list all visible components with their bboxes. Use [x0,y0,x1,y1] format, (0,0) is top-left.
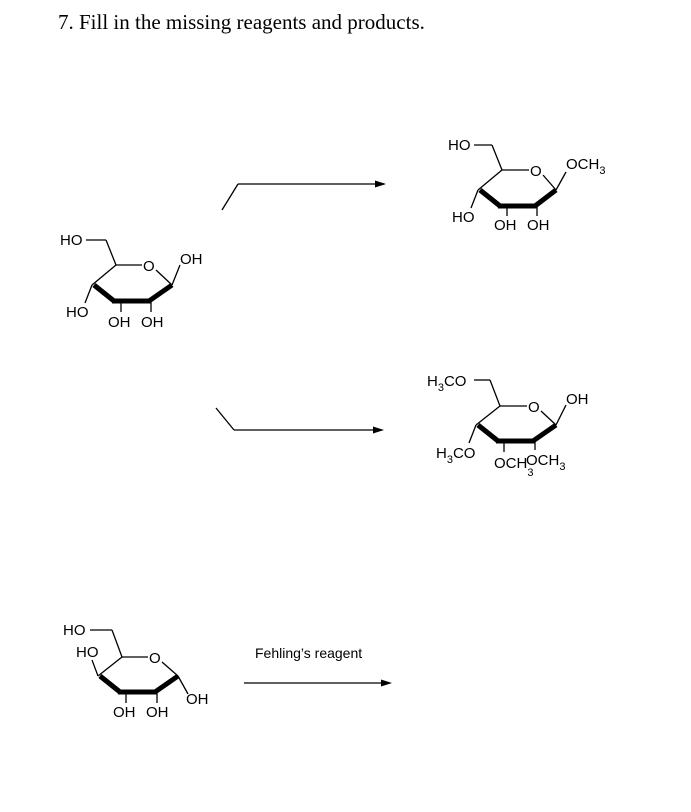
ho-c6-label: HO [60,232,83,249]
oh-c3-label: OH [494,217,517,234]
ho-c4-label: HO [76,644,99,661]
oh-c2-label: OH [141,314,164,331]
question-title: 7. Fill in the missing reagents and prod… [58,10,425,34]
arrow-head-1 [375,180,386,188]
reaction-3: Fehling’s reagent [244,645,392,687]
ho-c4-label: HO [452,209,475,226]
reaction-2 [215,407,384,434]
anomeric-oh-label: OH [186,691,209,708]
ho-c6-label: HO [63,622,86,639]
product-2-tetramethyl-sugar: H3CO O OH H3CO OCH3 OCH3 [427,373,589,479]
ho-c4-label: HO [66,304,89,321]
ho-c6-label: HO [448,137,471,154]
reactant-3-sugar: HO O OH HO OH OH [63,622,209,721]
arrow-head-2 [373,426,384,434]
och3-label: OCH3 [566,156,605,177]
och3-c2-label: OCH3 [526,452,565,473]
ring-oxygen-label: O [143,258,155,275]
arrow-head-3 [381,679,392,687]
reaction-1 [221,180,386,211]
h3co-c4-label: H3CO [436,445,475,466]
oh-c3-label: OH [108,314,131,331]
oh-c2-label: OH [527,217,550,234]
product-1-methyl-glycoside: HO O OCH3 HO OH OH [448,137,605,234]
ring-oxygen-label: O [530,163,542,180]
ring-oxygen-label: O [149,650,161,667]
starting-sugar: HO O OH HO OH OH [60,232,203,331]
ring-oxygen-label: O [528,399,540,416]
och3-c3-label: OCH3 [494,455,533,479]
oh-c2-label: OH [146,704,169,721]
h3co-c6-label: H3CO [427,373,466,394]
oh-c3-label: OH [113,704,136,721]
reagent-blank-tick-1 [221,183,239,211]
fehlings-reagent-label: Fehling’s reagent [255,645,362,661]
anomeric-oh-label: OH [566,391,589,408]
anomeric-oh-label: OH [180,251,203,268]
reagent-blank-tick-2 [215,407,235,431]
